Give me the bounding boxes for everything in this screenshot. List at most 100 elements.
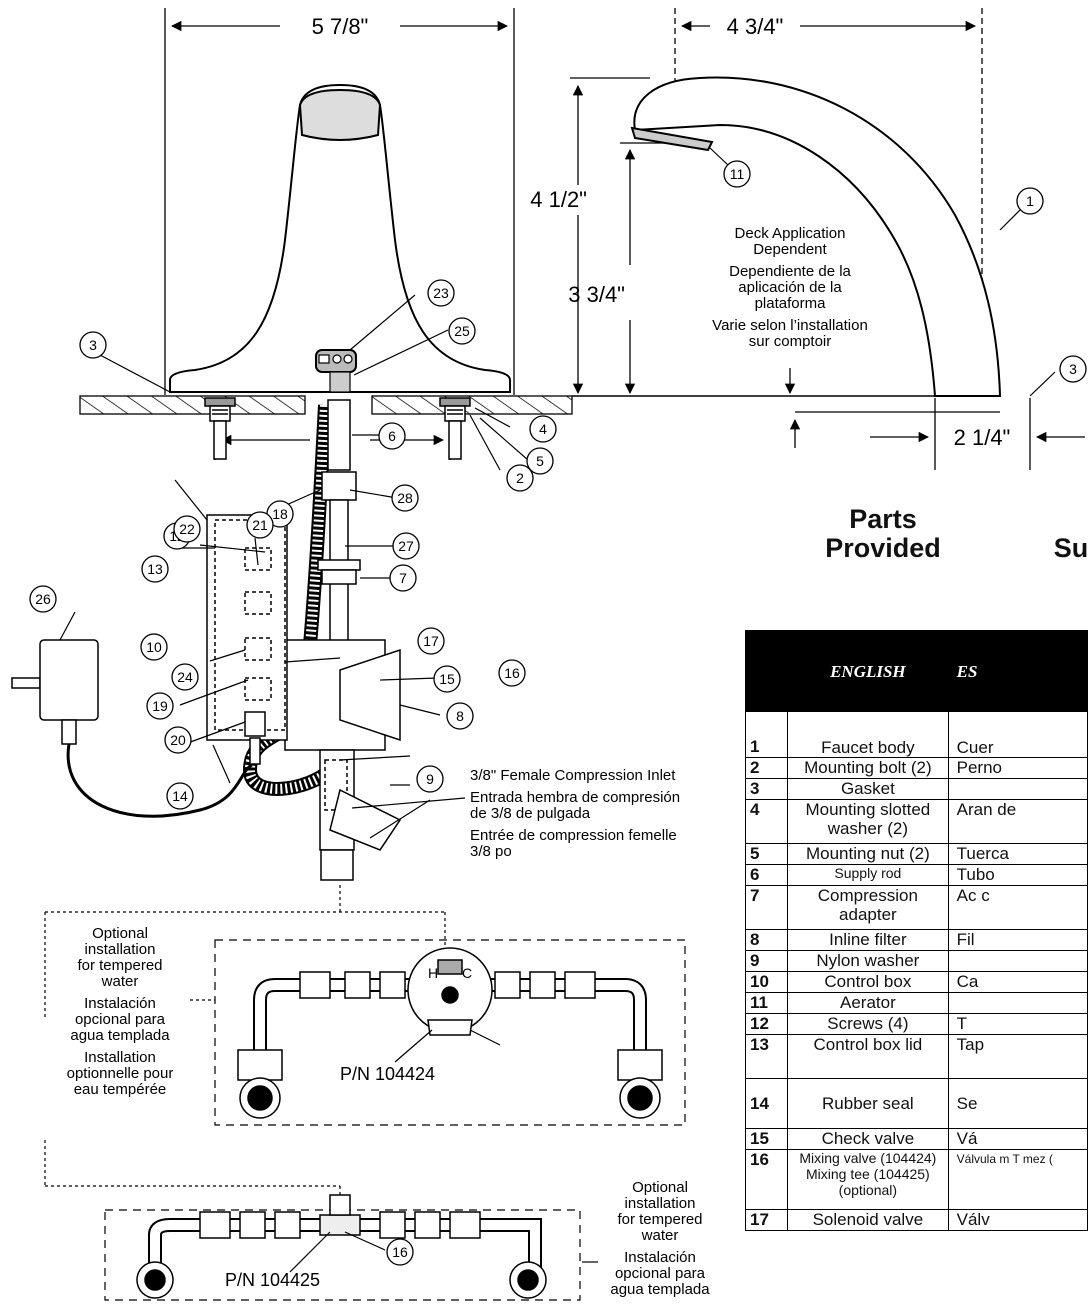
dim-total-height: 4 1/2" (530, 187, 587, 212)
row-number: 8 (744, 929, 789, 951)
svg-text:7: 7 (399, 570, 407, 586)
svg-text:Optional: Optional (632, 1179, 688, 1196)
callout-20: 20 (164, 726, 192, 754)
svg-text:5: 5 (536, 453, 544, 469)
svg-text:15: 15 (439, 671, 455, 687)
row-english: Screws (4) (787, 1013, 949, 1035)
svg-text:18: 18 (272, 506, 288, 522)
svg-text:Instalación: Instalación (624, 1249, 696, 1266)
svg-text:3/8" Female Compression Inlet: 3/8" Female Compression Inlet (470, 767, 676, 784)
row-number: 5 (744, 843, 789, 865)
callout-7: 7 (389, 564, 417, 592)
svg-text:for tempered: for tempered (77, 957, 162, 974)
svg-text:16: 16 (504, 665, 520, 681)
dim-spout-height: 3 3/4" (568, 282, 625, 307)
svg-text:14: 14 (172, 788, 188, 804)
row-number: 12 (744, 1013, 789, 1035)
svg-text:aplicación de la: aplicación de la (738, 279, 842, 296)
row-number: 7 (744, 885, 789, 930)
svg-text:22: 22 (179, 521, 195, 537)
svg-text:1: 1 (1026, 193, 1034, 209)
svg-text:de 3/8 de pulgada: de 3/8 de pulgada (470, 805, 591, 822)
inlet-note: 3/8" Female Compression Inlet Entrada he… (470, 767, 680, 860)
row-spanish: Tubo (947, 864, 1088, 886)
callout-22: 22 (173, 515, 201, 543)
svg-text:13: 13 (147, 561, 163, 577)
row-english: Mounting slotted washer (2) (787, 799, 949, 844)
row-english: Control box (787, 971, 949, 993)
row-number: 6 (744, 864, 789, 886)
row-spanish (947, 950, 1088, 972)
svg-text:26: 26 (35, 591, 51, 607)
row-english: Solenoid valve (787, 1209, 949, 1231)
callout-16-valve: 16 (498, 659, 526, 687)
svg-text:17: 17 (423, 633, 439, 649)
svg-text:21: 21 (252, 517, 268, 533)
callout-11: 11 (723, 160, 751, 188)
callout-15: 15 (433, 665, 461, 693)
row-english: Mounting nut (2) (787, 843, 949, 865)
row-spanish: Ac c (947, 885, 1088, 930)
row-number: 15 (744, 1128, 789, 1150)
svg-text:sur comptoir: sur comptoir (749, 333, 832, 350)
svg-text:agua templada: agua templada (70, 1027, 170, 1044)
dim-base-width: 2 1/4" (954, 425, 1011, 450)
parts-heading: Parts Provided R Sum (798, 505, 1088, 625)
svg-text:eau tempérée: eau tempérée (74, 1081, 167, 1098)
callout-9: 9 (416, 765, 444, 793)
row-english: Mixing valve (104424) Mixing tee (104425… (787, 1149, 949, 1210)
countertop (79, 395, 1000, 415)
callout-4: 4 (529, 415, 557, 443)
row-english: Check valve (787, 1128, 949, 1150)
svg-text:3: 3 (1069, 361, 1077, 377)
mixing-valve-hot-label: H (428, 965, 438, 981)
row-number: 4 (744, 799, 789, 844)
summary-heading-line2: Sum (1053, 533, 1088, 563)
deck-note: Deck Application Dependent Dependiente d… (712, 225, 868, 350)
faucet-front-view (169, 83, 511, 393)
svg-text:water: water (641, 1227, 679, 1244)
row-english: Faucet body (787, 711, 949, 758)
svg-text:Dependent: Dependent (753, 241, 827, 258)
svg-text:opcional para: opcional para (615, 1265, 706, 1282)
dim-width-top: 5 7/8" (312, 14, 369, 39)
svg-text:water: water (101, 973, 139, 990)
callout-2: 2 (506, 464, 534, 492)
svg-text:Dependiente de la: Dependiente de la (729, 263, 851, 280)
row-spanish: Ca (947, 971, 1088, 993)
summary-heading-line1: R (983, 505, 1088, 534)
row-english: Supply rod (787, 864, 949, 886)
row-spanish: Perno (947, 757, 1088, 779)
svg-text:6: 6 (388, 428, 396, 444)
optional-note-right: Optional installation for tempered water… (610, 1179, 710, 1298)
svg-text:23: 23 (433, 285, 449, 301)
row-number: 9 (744, 950, 789, 972)
svg-text:plataforma: plataforma (755, 295, 827, 312)
row-number: 13 (744, 1034, 789, 1079)
callout-25: 25 (448, 317, 476, 345)
svg-text:28: 28 (397, 490, 413, 506)
row-spanish: Tuerca (947, 843, 1088, 865)
row-spanish: T (947, 1013, 1088, 1035)
table-header-english: ENGLISH (787, 630, 949, 712)
callout-28: 28 (391, 484, 419, 512)
callout-23: 23 (427, 279, 455, 307)
row-number: 3 (744, 778, 789, 800)
row-english: Nylon washer (787, 950, 949, 972)
table-header-spanish: ES (947, 630, 1088, 712)
row-english: Rubber seal (787, 1078, 949, 1129)
svg-text:27: 27 (398, 538, 414, 554)
svg-text:24: 24 (177, 669, 193, 685)
callouts (59, 147, 1056, 839)
row-number: 1 (744, 711, 789, 758)
